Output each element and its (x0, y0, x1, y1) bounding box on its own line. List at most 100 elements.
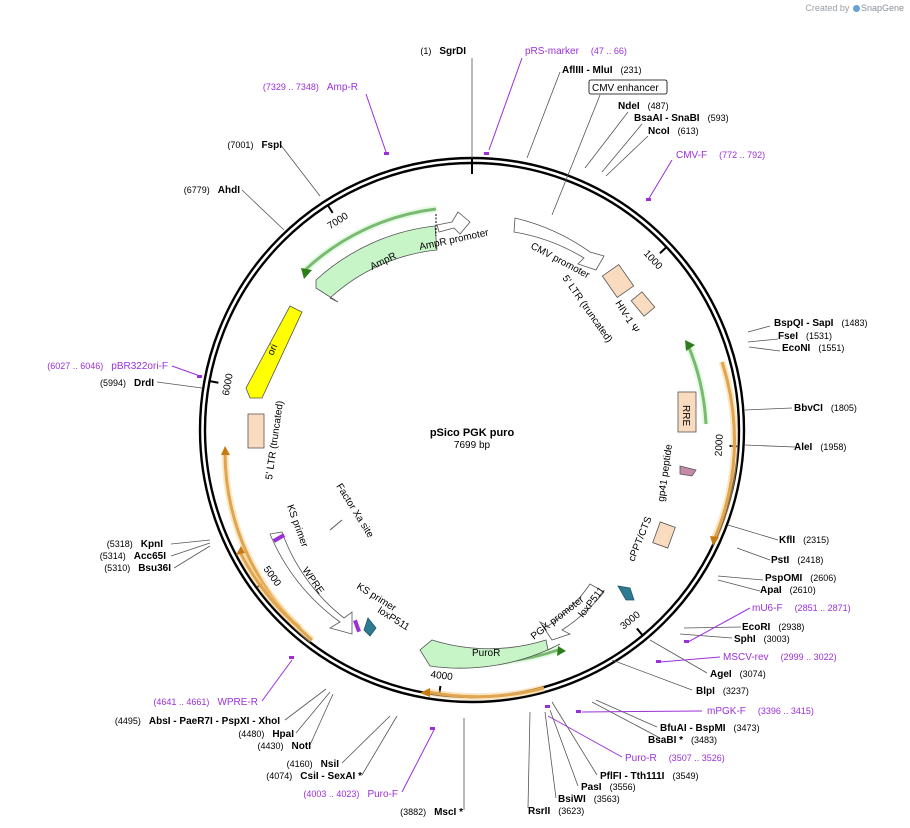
tick-label: 7000 (326, 211, 351, 233)
enzyme-pos: (3003) (764, 634, 790, 644)
primer-range: (2851 .. 2871) (795, 603, 851, 613)
primer-name: mU6-F (752, 603, 783, 614)
ks-primer-label-1: KS primer (354, 581, 398, 614)
enzyme-name: KpnI (141, 539, 163, 550)
enzyme-name: NcoI (648, 126, 670, 137)
ltr-5-label: 5' LTR (truncated) (560, 273, 615, 344)
primer-range: (772 .. 792) (719, 150, 765, 160)
enzyme-name: BlpI (696, 686, 715, 697)
enzyme-name: NsiI (321, 759, 340, 770)
plasmid-length: 7699 bp (454, 440, 491, 451)
cmv-enhancer-label: CMV enhancer (592, 83, 659, 94)
tick-label: 6000 (221, 372, 236, 396)
enzyme-name: CsiI - SexAI * (300, 771, 362, 782)
ori-arrow (245, 305, 303, 399)
enzyme-pos: (6779) (184, 185, 210, 195)
enzyme-name: Acc65I (134, 551, 166, 562)
gp41-shape (679, 465, 697, 477)
svg-text:(5994)DrdI: (5994)DrdI (100, 378, 154, 389)
rre-label: RRE (680, 405, 691, 426)
svg-text:(7001)FspI: (7001) FspI (227, 140, 282, 151)
enzyme-name: FspI (261, 140, 282, 151)
enzyme-pos: (1805) (831, 403, 857, 413)
svg-text:FseI(1531): FseI(1531) (778, 331, 832, 342)
svg-text:NdeI(487): NdeI(487) (618, 101, 669, 112)
enzyme-name: AgeI (710, 669, 732, 680)
tick-label: 2000 (714, 433, 726, 456)
svg-text:(5314)Acc65I: (5314) Acc65I (100, 551, 166, 562)
enzyme-pos: (5318) (107, 539, 133, 549)
ltr-5-label-2: 5' LTR (truncated) (264, 400, 286, 480)
svg-text:PstI(2418): PstI(2418) (771, 555, 823, 566)
svg-text:pRS-marker(47 .. 66): pRS-marker(47 .. 66) (525, 46, 627, 57)
primer-range: (4641 .. 4661) (153, 697, 209, 707)
enzyme-pos: (2606) (810, 573, 836, 583)
enzyme-pos: (3549) (672, 771, 698, 781)
enzyme-name: PasI (581, 782, 602, 793)
svg-text:MSCV-rev(2999 .. 3022): MSCV-rev(2999 .. 3022) (723, 652, 837, 663)
gp41-label: gp41 peptide (656, 443, 675, 502)
enzyme-pos: (613) (678, 126, 699, 136)
primer-range: (3507 .. 3526) (669, 753, 725, 763)
enzyme-pos: (3623) (558, 806, 584, 816)
svg-text:(4003 .. 4023)Puro-F: (4003 .. 4023)Puro-F (303, 789, 398, 800)
svg-text:(4495)AbsI - PaeR7I - PspX: (4495)AbsI - PaeR7I - PspXI - XhoI (115, 716, 280, 727)
enzyme-pos: (3563) (594, 794, 620, 804)
enzyme-pos: (7001) (227, 140, 253, 150)
svg-text:BbvCI(1805): BbvCI (1805) (794, 403, 857, 414)
enzyme-pos: (4480) (238, 729, 264, 739)
tick-mark (327, 205, 334, 214)
enzyme-pos: (2610) (790, 585, 816, 595)
svg-text:BsaBI *(3483): BsaBI *(3483) (648, 735, 717, 746)
primer-name: Puro-R (625, 753, 657, 764)
cppt-label: cPPT/CTS (627, 515, 655, 563)
cmv-promoter-arrow (513, 217, 605, 271)
enzyme-pos: (1) (420, 46, 431, 56)
enzyme-pos: (2418) (797, 555, 823, 565)
svg-text:mU6-F(2851 .. 2871): mU6-F (2851 .. 2871) (752, 603, 851, 614)
enzyme-name: BfuAI - BspMI (660, 723, 726, 734)
pgk-promoter-arrow (538, 583, 605, 641)
enzyme-pos: (5314) (100, 551, 126, 561)
svg-text:BsaAI - SnaBI(593): BsaAI - SnaBI(593) (634, 113, 729, 124)
primer-name: WPRE-R (217, 697, 258, 708)
loxp511-shape-2 (363, 617, 377, 637)
enzyme-pos: (1958) (820, 442, 846, 452)
primer-range: (3396 .. 3415) (758, 706, 814, 716)
svg-text:(6027 .. 6046)pBR322ori-F: (6027 .. 6046)pBR322ori-F (47, 361, 168, 372)
primer-name: pBR322ori-F (111, 361, 168, 372)
primer-marks (197, 152, 689, 730)
loxp511-shape-1 (617, 585, 635, 601)
ltr-5-box-2 (247, 413, 265, 449)
puror-arrow (419, 639, 561, 669)
enzyme-pos: (2938) (778, 622, 804, 632)
enzyme-pos: (231) (621, 65, 642, 75)
enzyme-name: BbvCI (794, 403, 823, 414)
ampr-band-arrowhead (301, 268, 312, 279)
enzyme-pos: (3556) (610, 782, 636, 792)
enzyme-name: SgrDI (439, 46, 466, 57)
factor-xa-label: Factor Xa site (333, 482, 375, 541)
enzyme-name: AflIII - MluI (562, 65, 613, 76)
svg-text:(4074)CsiI - SexAI *: (4074) CsiI - SexAI * (266, 771, 362, 782)
svg-text:PspOMI(2606): PspOMI(2606) (765, 573, 836, 584)
enzyme-pos: (3473) (734, 723, 760, 733)
enzyme-name: Bsu36I (138, 563, 171, 574)
enzyme-pos: (2315) (803, 535, 829, 545)
enzyme-name: NotI (292, 741, 312, 752)
enzyme-pos: (4074) (266, 771, 292, 781)
enzyme-pos: (3074) (740, 669, 766, 679)
tick-mark (659, 247, 667, 254)
ks-primer-label-2: KS primer (284, 503, 310, 549)
svg-text:EcoNI(1551): EcoNI (1551) (782, 343, 844, 354)
enzyme-name: RsrII (528, 806, 550, 817)
primer-name: CMV-F (676, 150, 707, 161)
ks-primer-mark-2 (353, 619, 361, 633)
svg-text:(4641 .. 4661)WPRE-R: (4641 .. 4661) WPRE-R (153, 697, 258, 708)
svg-text:ApaI(2610): ApaI(2610) (760, 585, 816, 596)
enzyme-pos: (1551) (818, 343, 844, 353)
primer-range: (4003 .. 4023) (303, 789, 359, 799)
svg-text:(5318)KpnI: (5318) KpnI (107, 539, 163, 550)
enzyme-name: EcoNI (782, 343, 811, 354)
